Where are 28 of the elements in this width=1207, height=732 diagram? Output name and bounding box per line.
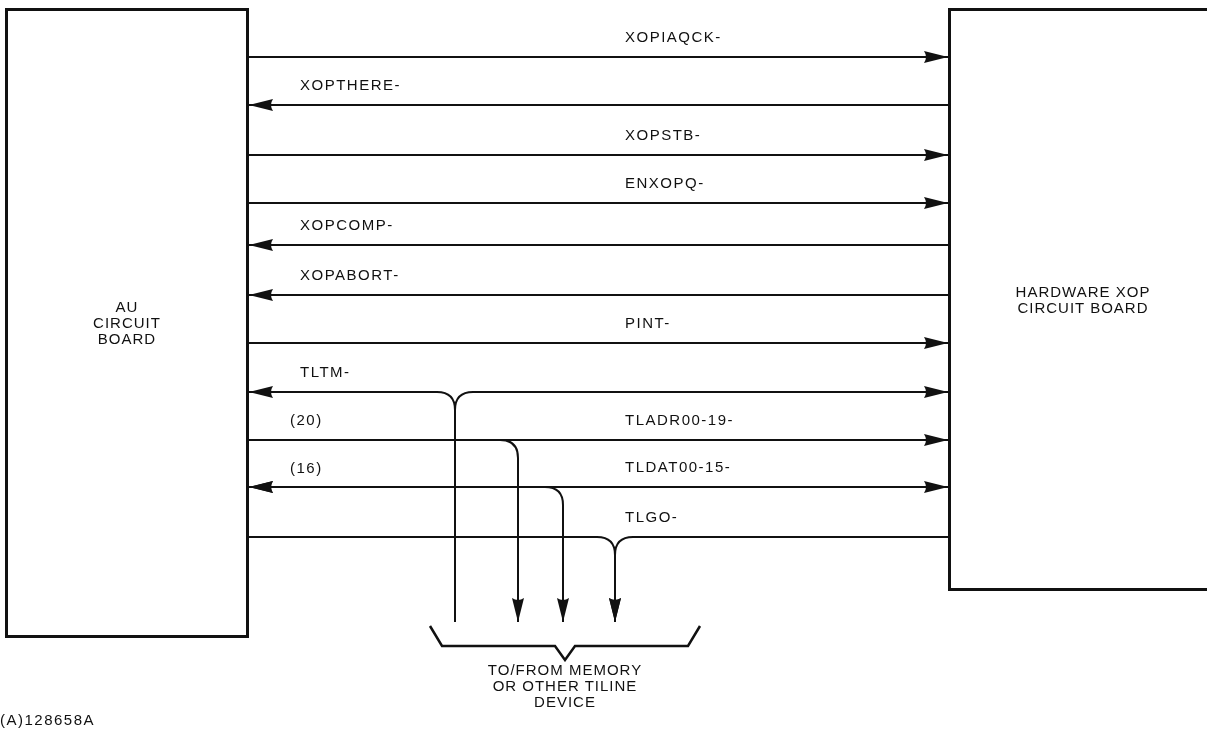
signal-name: XOPIAQCK- [625, 29, 722, 45]
signal-name: TLADR00-19- [625, 412, 735, 428]
signal-line [248, 51, 949, 63]
bus-width: (20) [290, 412, 323, 428]
figure-number: (A)128658A [0, 712, 96, 728]
signal-line [248, 289, 949, 301]
signal-line [248, 149, 949, 161]
signal-line [248, 197, 949, 209]
signal-name: TLGO- [625, 509, 679, 525]
device-label: TO/FROM MEMORY OR OTHER TILINE DEVICE [486, 662, 644, 710]
signal-name: ENXOPQ- [625, 175, 705, 191]
signal-name: XOPCOMP- [300, 217, 394, 233]
board-name: HARDWARE XOP CIRCUIT BOARD [1014, 283, 1152, 316]
signal-line [248, 337, 949, 349]
signal-name: TLTM- [300, 364, 351, 380]
signal-name: XOPABORT- [300, 267, 400, 283]
signal-line [609, 536, 949, 623]
circuit-board-box [948, 8, 1207, 591]
board-name: AU CIRCUIT BOARD [92, 299, 162, 347]
signal-line [248, 239, 949, 251]
bus-width: (16) [290, 460, 323, 476]
signal-name: XOPTHERE- [300, 77, 401, 93]
signal-name: PINT- [625, 315, 671, 331]
circuit-board-box [5, 8, 249, 638]
signal-name: XOPSTB- [625, 127, 702, 143]
signal-name: TLDAT00-15- [625, 459, 732, 475]
signal-line [248, 99, 949, 111]
signal-line [454, 386, 949, 623]
